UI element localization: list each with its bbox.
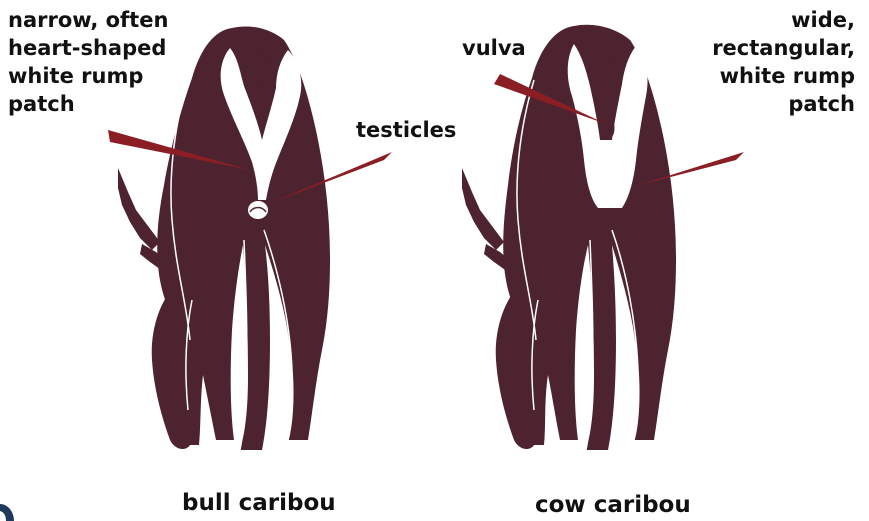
cow-rump-patch-label: wide, rectangular, white rump patch	[712, 6, 855, 118]
cow-vulva	[610, 120, 615, 136]
bull-head	[152, 285, 194, 449]
cow-caribou-figure	[462, 25, 744, 450]
bull-caribou-caption: bull caribou	[182, 489, 336, 517]
testicles-label: testicles	[356, 116, 456, 144]
bull-rump-patch-label: narrow, often heart-shaped white rump pa…	[8, 6, 168, 118]
cow-caribou-caption: cow caribou	[535, 491, 691, 519]
vulva-label: vulva	[462, 34, 526, 62]
logo-mark	[0, 504, 14, 521]
bull-antler	[118, 168, 160, 250]
cow-ear	[462, 168, 504, 250]
